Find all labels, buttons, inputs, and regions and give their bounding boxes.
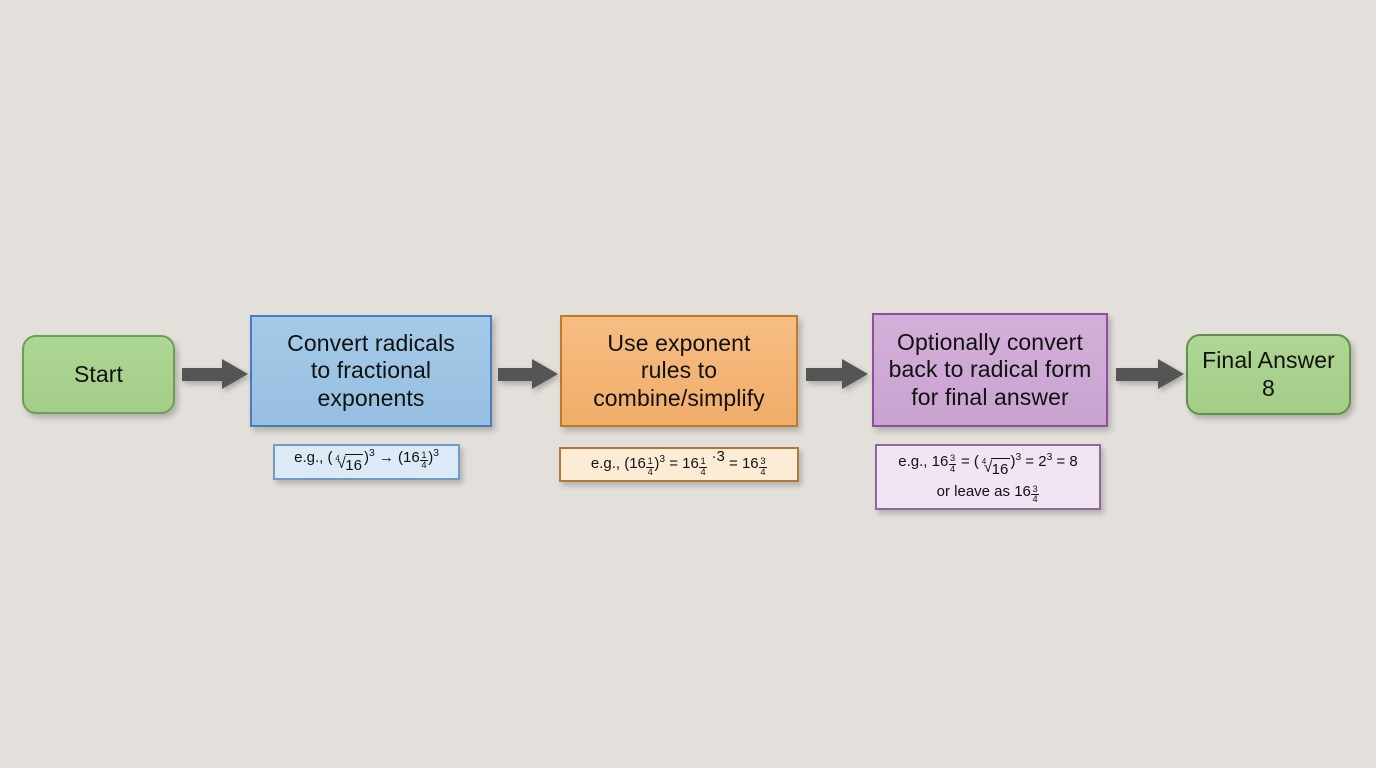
open-paren: ( (973, 452, 979, 470)
arrow-back-to-final (1116, 359, 1184, 389)
radicand: 16 (344, 454, 364, 478)
node-start-label: Start (73, 360, 124, 387)
node-exponent-rules[interactable]: Use exponent rules to combine/simplify (560, 315, 798, 427)
arrow-shaft (806, 368, 844, 381)
formula-prefix: e.g., ( (294, 448, 333, 466)
exponent-1: 3 (1015, 451, 1022, 463)
equals-3: = (1056, 452, 1066, 470)
arrow-rules-to-back (806, 359, 868, 389)
exponent-1: 3 (659, 454, 666, 466)
arrow-head (532, 359, 558, 389)
radical-sign: √ (337, 455, 346, 473)
denominator: 4 (647, 466, 653, 477)
radical-icon: 4√16 (333, 453, 364, 478)
node-convert-back[interactable]: Optionally convert back to radical form … (872, 313, 1108, 427)
close-paren: ) (364, 448, 370, 466)
denominator: 4 (949, 463, 956, 474)
denominator: 4 (1032, 494, 1038, 505)
radical-sign: √ (983, 458, 993, 476)
arrow-shaft (498, 368, 534, 381)
line2-base: 16 (1014, 483, 1031, 500)
base-3: 16 (741, 455, 759, 473)
exponent-2: 3 (433, 447, 439, 459)
multiplier: 3 (716, 448, 725, 466)
radical-icon: 4√16 (980, 457, 1010, 482)
base-1: 16 (931, 452, 949, 470)
formula-prefix: e.g., ( (590, 455, 630, 473)
node-exponent-rules-label: Use exponent rules to combine/simplify (593, 330, 765, 411)
equals-2: = (1025, 452, 1035, 470)
numerator: 3 (948, 453, 957, 465)
line2-prefix: or leave as (936, 483, 1015, 500)
arrow-convert-to-rules (498, 359, 558, 389)
denominator: 4 (421, 460, 427, 471)
node-convert-back-label: Optionally convert back to radical form … (888, 329, 1092, 410)
denominator: 4 (760, 466, 766, 477)
arrow-shaft (182, 368, 224, 381)
numerator: 3 (1031, 483, 1039, 496)
arrow-head (1158, 359, 1184, 389)
close-paren: ) (1010, 452, 1016, 470)
close-paren-2: ) (428, 448, 434, 466)
exponent-2: 3 (1046, 451, 1053, 463)
numerator: 3 (759, 456, 767, 468)
radical-index: 4 (335, 453, 340, 463)
arrow-head (842, 359, 868, 389)
close-paren-1: ) (654, 455, 660, 473)
formula-prefix: e.g., (898, 452, 932, 470)
open-paren: ( (398, 448, 404, 466)
numerator: 1 (420, 449, 428, 462)
node-convert-radicals[interactable]: Convert radicals to fractional exponents (250, 315, 492, 427)
radical-index: 4 (981, 457, 987, 467)
base: 16 (403, 448, 420, 466)
implies-arrow-icon: → (378, 448, 394, 466)
exponent: 3 (369, 447, 375, 459)
base-2: 2 (1038, 452, 1047, 470)
equals-1: = (960, 452, 970, 470)
arrow-head (222, 359, 248, 389)
arrow-shaft (1116, 368, 1160, 381)
denominator: 4 (700, 466, 706, 477)
equals-1: = (669, 455, 678, 473)
base-2: 16 (682, 455, 699, 473)
result-value: 8 (1069, 452, 1078, 470)
multiply-dot: · (711, 448, 717, 466)
numerator: 1 (699, 456, 707, 468)
node-convert-radicals-label: Convert radicals to fractional exponents (287, 330, 455, 411)
node-start[interactable]: Start (22, 335, 175, 414)
radicand: 16 (991, 457, 1010, 482)
node-final-answer[interactable]: Final Answer 8 (1186, 334, 1351, 415)
arrow-start-to-convert (182, 359, 248, 389)
base-1: 16 (629, 455, 646, 473)
equals-2: = (729, 455, 738, 473)
numerator: 1 (646, 456, 654, 468)
node-final-answer-label: Final Answer 8 (1202, 347, 1335, 401)
